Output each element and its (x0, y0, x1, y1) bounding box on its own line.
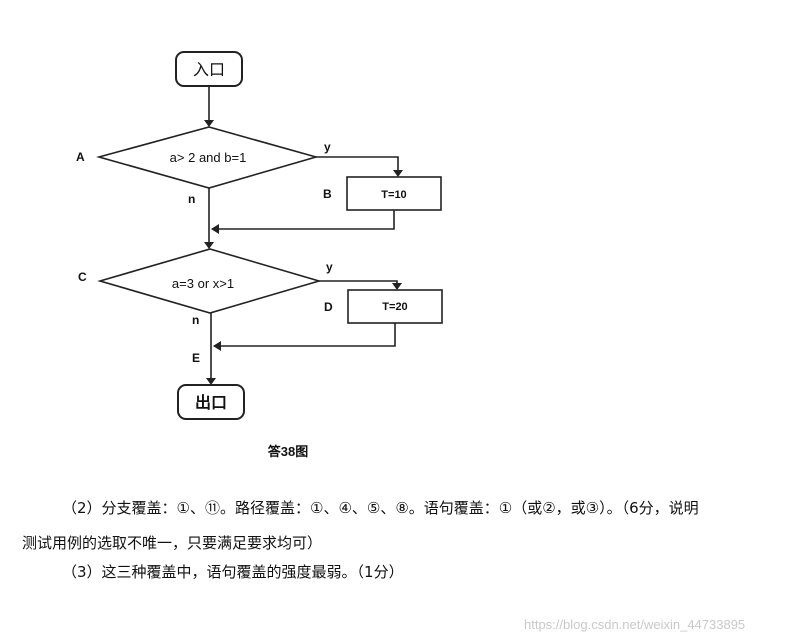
answer-line-2: 测试用例的选取不唯一，只要满足要求均可） (22, 534, 323, 552)
box-d-text: T=20 (382, 301, 407, 313)
arrowhead-merge-2 (213, 341, 221, 351)
node-label-c: C (78, 270, 87, 284)
box-b-text: T=10 (381, 189, 406, 201)
entry-label: 入口 (193, 62, 225, 79)
arrowhead-c (204, 242, 214, 249)
arrow-b-to-merge (212, 210, 395, 230)
answer-line-3: （3）这三种覆盖中，语句覆盖的强度最弱。（1分） (62, 563, 404, 581)
condition-a-text: a> 2 and b=1 (170, 150, 247, 165)
answer-line-1: （2）分支覆盖：①、⑪。路径覆盖：①、④、⑤、⑧。语句覆盖：①（或②，或③）。（… (62, 499, 699, 517)
arrowhead-merge-1 (211, 224, 219, 234)
node-label-b: B (323, 187, 332, 201)
condition-c-text: a=3 or x>1 (172, 276, 234, 291)
arrowhead-entry (204, 120, 214, 127)
flowchart-diagram: 入口 A a> 2 and b=1 y n B T=10 C a=3 or x>… (76, 51, 443, 459)
node-label-d: D (324, 300, 333, 314)
arrow-d-to-merge (214, 323, 396, 347)
arrowhead-b (393, 170, 403, 177)
source-watermark: https://blog.csdn.net/weixin_44733895 (524, 617, 746, 632)
exit-label: 出口 (195, 393, 227, 412)
yes-label-a: y (324, 140, 331, 154)
arrow-a-yes-to-b (316, 156, 399, 175)
decision-c-diamond (97, 248, 322, 314)
arrowhead-d (392, 283, 402, 290)
node-label-e: E (192, 351, 200, 365)
arrowhead-exit (206, 378, 216, 385)
node-label-a: A (76, 150, 85, 164)
no-label-c: n (192, 313, 199, 327)
no-label-a: n (188, 192, 195, 206)
yes-label-c: y (326, 260, 333, 274)
figure-caption: 答38图 (268, 444, 308, 459)
arrow-c-yes-to-d (319, 280, 398, 288)
